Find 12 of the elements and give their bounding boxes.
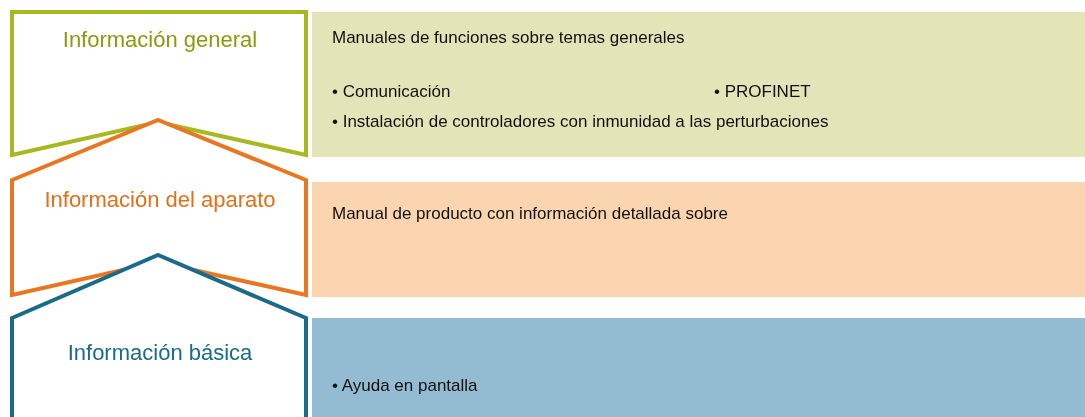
panel-text: Manual de producto con información detallada sobre bbox=[332, 204, 728, 224]
info-panel bbox=[312, 318, 1085, 417]
section-title: Información básica bbox=[66, 339, 254, 367]
panel-text: • Comunicación bbox=[332, 82, 451, 102]
panel-text: • PROFINET bbox=[714, 82, 811, 102]
section-title: Información general bbox=[61, 26, 259, 54]
panel-text: • Ayuda en pantalla bbox=[332, 376, 478, 396]
panel-text: • Instalación de controladores con inmunidad a las perturbaciones bbox=[332, 112, 829, 132]
info-panel bbox=[312, 12, 1085, 157]
info-panel bbox=[312, 182, 1085, 297]
section-title: Información del aparato bbox=[43, 186, 277, 214]
panel-heading: Manuales de funciones sobre temas generales bbox=[332, 28, 685, 48]
